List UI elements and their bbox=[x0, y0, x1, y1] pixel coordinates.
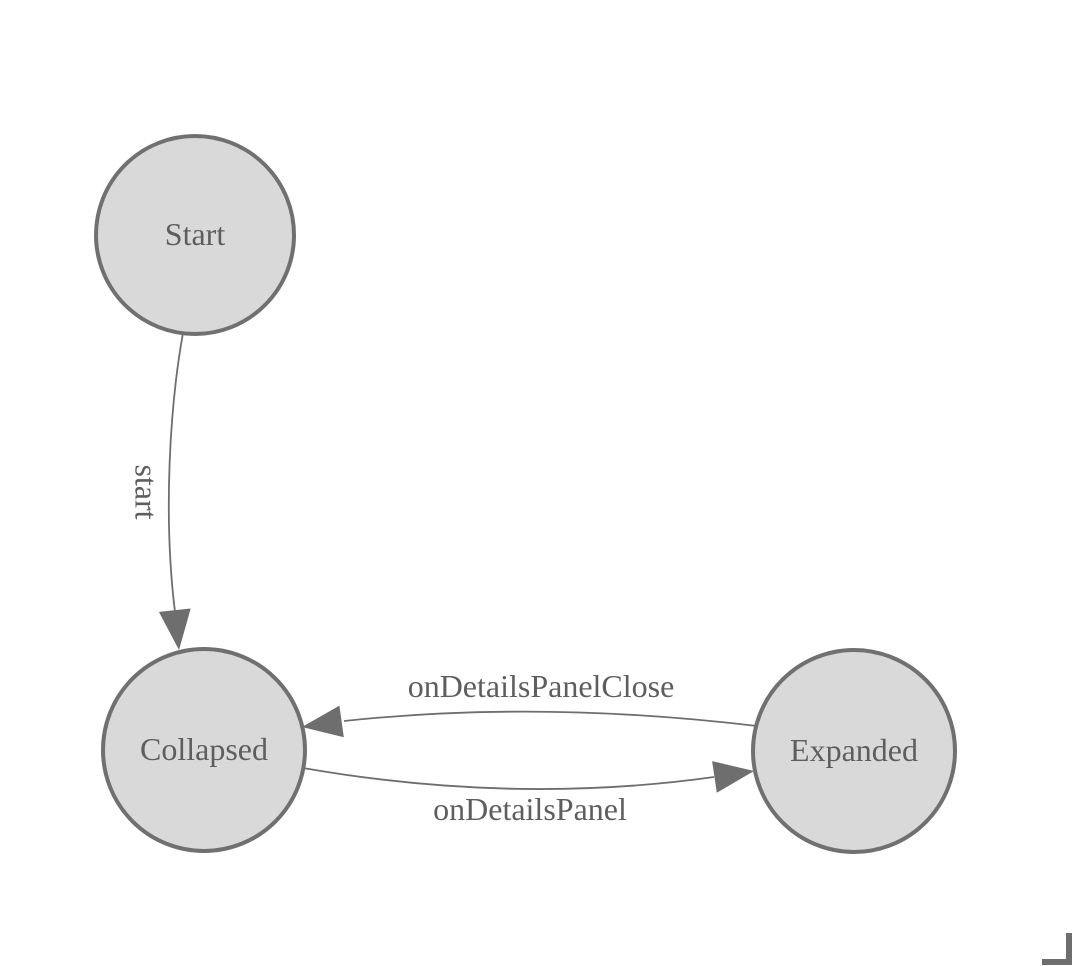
edge-start-to-collapsed-arrowhead-icon bbox=[158, 608, 191, 650]
edge-expanded-to-collapsed-arrowhead-icon bbox=[302, 705, 344, 738]
canvas-corner-mark-vertical bbox=[1066, 933, 1072, 965]
edge-start-to-collapsed-label: start bbox=[129, 464, 165, 519]
node-collapsed-label: Collapsed bbox=[140, 731, 268, 767]
canvas-corner-mark-horizontal bbox=[1042, 959, 1072, 965]
edge-expanded-to-collapsed-line bbox=[343, 710, 758, 727]
node-expanded-label: Expanded bbox=[790, 732, 918, 768]
node-collapsed bbox=[101, 647, 307, 853]
edge-expanded-to-collapsed-label: onDetailsPanelClose bbox=[408, 668, 675, 704]
edge-collapsed-to-expanded-arrowhead-icon bbox=[712, 761, 754, 793]
edge-collapsed-to-expanded-label: onDetailsPanel bbox=[433, 791, 627, 827]
node-start-label: Start bbox=[165, 216, 226, 252]
edge-collapsed-to-expanded-line bbox=[302, 767, 715, 790]
node-start bbox=[94, 134, 296, 336]
edge-start-to-collapsed-line bbox=[167, 332, 184, 613]
node-expanded bbox=[751, 648, 957, 854]
